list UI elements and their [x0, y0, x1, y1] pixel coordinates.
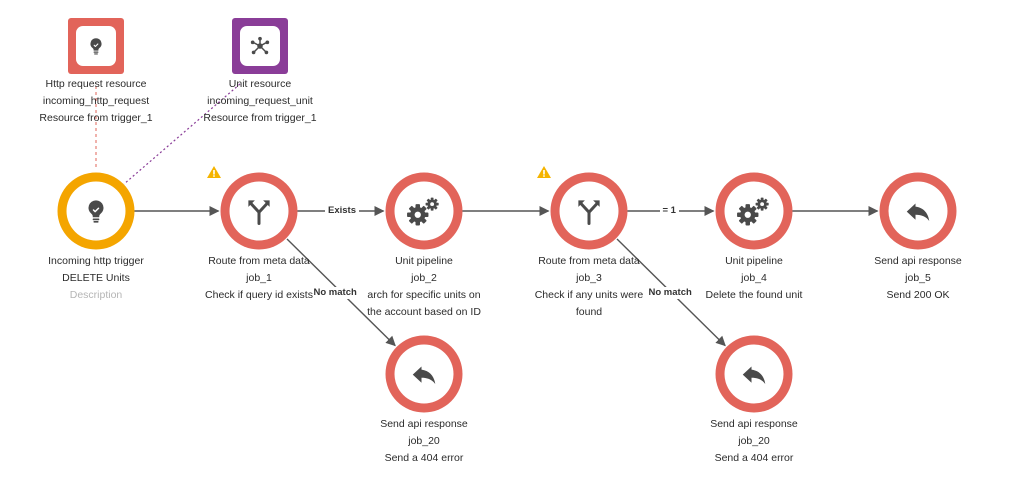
- nodes-layer: [57, 18, 957, 413]
- resource-label-line: incoming_request_unit: [207, 95, 313, 107]
- node-title: Send api response: [380, 418, 468, 430]
- edge-label: = 1: [659, 205, 679, 217]
- node-err2[interactable]: [715, 335, 793, 413]
- node-description[interactable]: Description: [69, 289, 123, 301]
- resource-label-line: Http request resource: [45, 78, 147, 90]
- resource-label-line: Resource from trigger_1: [39, 112, 153, 124]
- node-label-line: job_4: [741, 272, 767, 284]
- resource-label-line: Resource from trigger_1: [203, 112, 317, 124]
- edge-label: No match: [310, 287, 360, 299]
- node-label-line: job_5: [905, 272, 931, 284]
- node-label-line: job_3: [576, 272, 602, 284]
- warning-icon[interactable]: [537, 166, 551, 178]
- node-title: Route from meta data: [538, 255, 640, 267]
- edge-label: Exists: [325, 205, 359, 217]
- node-route2[interactable]: [537, 166, 628, 250]
- node-label-line: found: [575, 306, 603, 318]
- node-title: Unit pipeline: [395, 255, 453, 267]
- resource-link-unit: [123, 83, 241, 185]
- node-pipe2[interactable]: [715, 172, 793, 250]
- node-title: Unit pipeline: [725, 255, 783, 267]
- connector-layer: [95, 83, 241, 185]
- node-label-line: job_20: [408, 435, 440, 447]
- node-label-line: Check if any units were: [534, 289, 644, 301]
- node-label-line: the account based on ID: [367, 306, 481, 318]
- node-label-line: arch for specific units on: [367, 289, 481, 301]
- node-resp1[interactable]: [879, 172, 957, 250]
- node-err1[interactable]: [385, 335, 463, 413]
- resource-label-line: incoming_http_request: [42, 95, 150, 107]
- node-label-line: Check if query id exists: [205, 289, 313, 301]
- node-label-line: job_20: [738, 435, 770, 447]
- node-label-line: Send a 404 error: [714, 452, 794, 464]
- node-label-line: DELETE Units: [62, 272, 130, 284]
- resource-label: Http request resource incoming_http_reque…: [21, 76, 171, 127]
- node-label-line: Send a 404 error: [384, 452, 464, 464]
- node-pipe1[interactable]: [385, 172, 463, 250]
- node-label-line: job_1: [246, 272, 272, 284]
- node-title: Route from meta data: [208, 255, 310, 267]
- http-request-resource[interactable]: [68, 18, 124, 74]
- resource-label-line: Unit resource: [228, 78, 292, 90]
- edge-label: No match: [645, 287, 695, 299]
- node-route1[interactable]: [207, 166, 298, 250]
- node-trigger[interactable]: [57, 172, 135, 250]
- node-label-line: Delete the found unit: [705, 289, 803, 301]
- node-label-line: job_2: [411, 272, 437, 284]
- node-title: Send api response: [874, 255, 962, 267]
- node-label-line: Send 200 OK: [886, 289, 950, 301]
- unit-resource[interactable]: [232, 18, 288, 74]
- warning-icon[interactable]: [207, 166, 221, 178]
- node-title: Send api response: [710, 418, 798, 430]
- node-title: Incoming http trigger: [48, 255, 144, 267]
